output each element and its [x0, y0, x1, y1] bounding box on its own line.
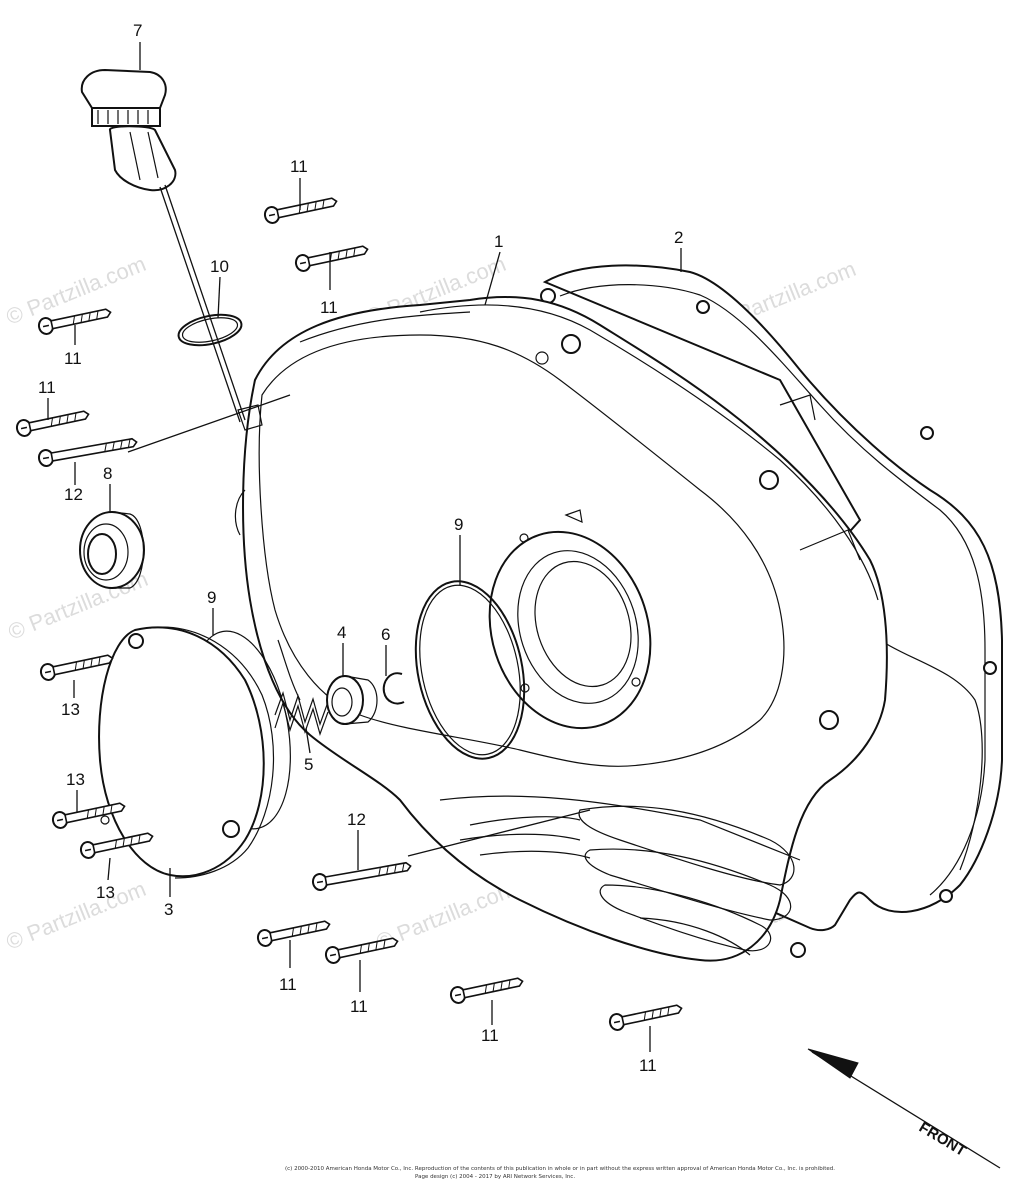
crankcase-cover-part-1 [234, 296, 888, 962]
footer-page-design: Page design (c) 2004 - 2017 by ARI Netwo… [415, 1174, 575, 1180]
callout-6: 6 [381, 625, 390, 644]
callout-11: 11 [279, 975, 297, 994]
callout-12: 12 [347, 810, 366, 829]
callout-11: 11 [320, 298, 338, 317]
callout-10: 10 [210, 257, 229, 276]
callout-13: 13 [61, 700, 80, 719]
bolt-part-11 [255, 915, 333, 949]
bolt-part-11 [607, 999, 685, 1033]
callouts: 7 11 11 10 11 11 12 8 1 2 9 9 4 6 5 13 1… [38, 21, 683, 1075]
callout-4: 4 [337, 623, 346, 642]
callout-11: 11 [290, 157, 308, 176]
callout-12: 12 [64, 485, 83, 504]
bolt-part-11 [293, 240, 371, 274]
callout-13: 13 [96, 883, 115, 902]
callout-11: 11 [38, 378, 56, 397]
callout-11: 11 [481, 1026, 499, 1045]
front-arrow: FRONT [807, 1048, 1001, 1169]
callout-11: 11 [350, 997, 368, 1016]
callout-7: 7 [133, 21, 142, 40]
watermark: © Partzilla.com [3, 876, 150, 955]
bolt-part-11 [262, 192, 340, 226]
bolt-part-11 [448, 972, 526, 1006]
footer-copyright: (c) 2000-2010 American Honda Motor Co., … [285, 1166, 835, 1172]
callout-9: 9 [207, 588, 216, 607]
spring-part-5 [274, 690, 329, 736]
footer: (c) 2000-2010 American Honda Motor Co., … [285, 1166, 835, 1180]
bushing-part-4 [326, 675, 378, 725]
bolt-part-12 [310, 857, 413, 893]
o-ring-part-9 [414, 580, 526, 760]
callout-2: 2 [674, 228, 683, 247]
leader-lines [47, 42, 682, 1052]
oil-dipstick-part-7 [80, 68, 263, 431]
callout-9: 9 [454, 515, 463, 534]
oil-seal-part-8 [79, 511, 145, 589]
callout-3: 3 [164, 900, 173, 919]
callout-1: 1 [494, 232, 503, 251]
bolt-part-11 [14, 405, 92, 439]
clip-part-6 [382, 672, 405, 705]
callout-5: 5 [304, 755, 313, 774]
callout-13: 13 [66, 770, 85, 789]
callout-8: 8 [103, 464, 112, 483]
bolt-part-12 [36, 433, 139, 469]
bolt-part-13 [38, 649, 116, 683]
callout-11: 11 [64, 349, 82, 368]
front-label: FRONT [916, 1119, 969, 1160]
callout-11: 11 [639, 1056, 657, 1075]
o-ring-part-10 [177, 313, 243, 347]
